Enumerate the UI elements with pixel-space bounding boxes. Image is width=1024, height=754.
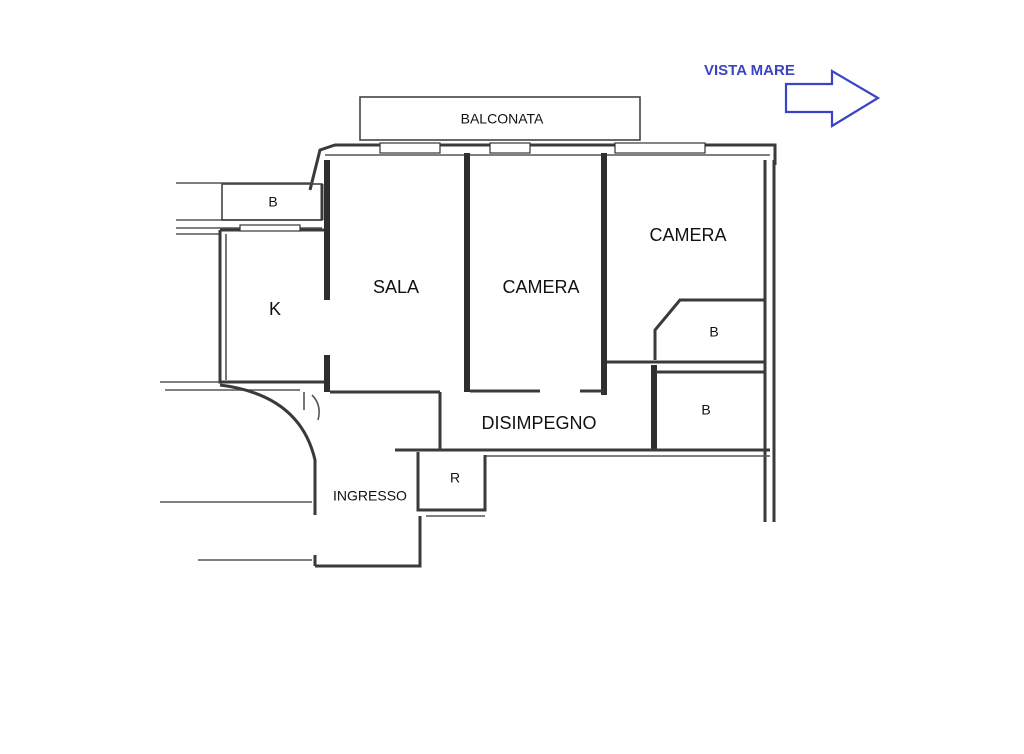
view-label: VISTA MARE [704,62,795,79]
hallway-walls [395,392,770,457]
bath-right-lower-walls [651,365,765,450]
kitchen-label: K [269,299,281,319]
right-arrow-icon [784,69,881,128]
entrance-label: INGRESSO [333,488,407,504]
bedroom-right-walls [607,142,706,364]
hallway-label: DISIMPEGNO [481,413,596,433]
bedroom-center-label: CAMERA [502,277,579,297]
living-room-walls [324,142,470,394]
bedroom-center-walls [470,142,607,395]
bath-right-upper-walls [653,298,765,364]
exterior-walls [160,143,777,561]
balcony [359,96,641,141]
kitchen-walls [218,224,325,384]
bath-top-left-label: B [268,194,277,210]
bath-right-upper-label: B [709,324,718,340]
living-room-label: SALA [373,277,419,297]
bath-right-lower-label: B [701,402,710,418]
storage-label: R [450,470,460,486]
bath-top-left-walls [221,183,324,221]
bedroom-right-label: CAMERA [649,225,726,245]
storage-walls [416,452,487,517]
balcony-label: BALCONATA [461,111,544,127]
entrance-walls [219,383,422,568]
